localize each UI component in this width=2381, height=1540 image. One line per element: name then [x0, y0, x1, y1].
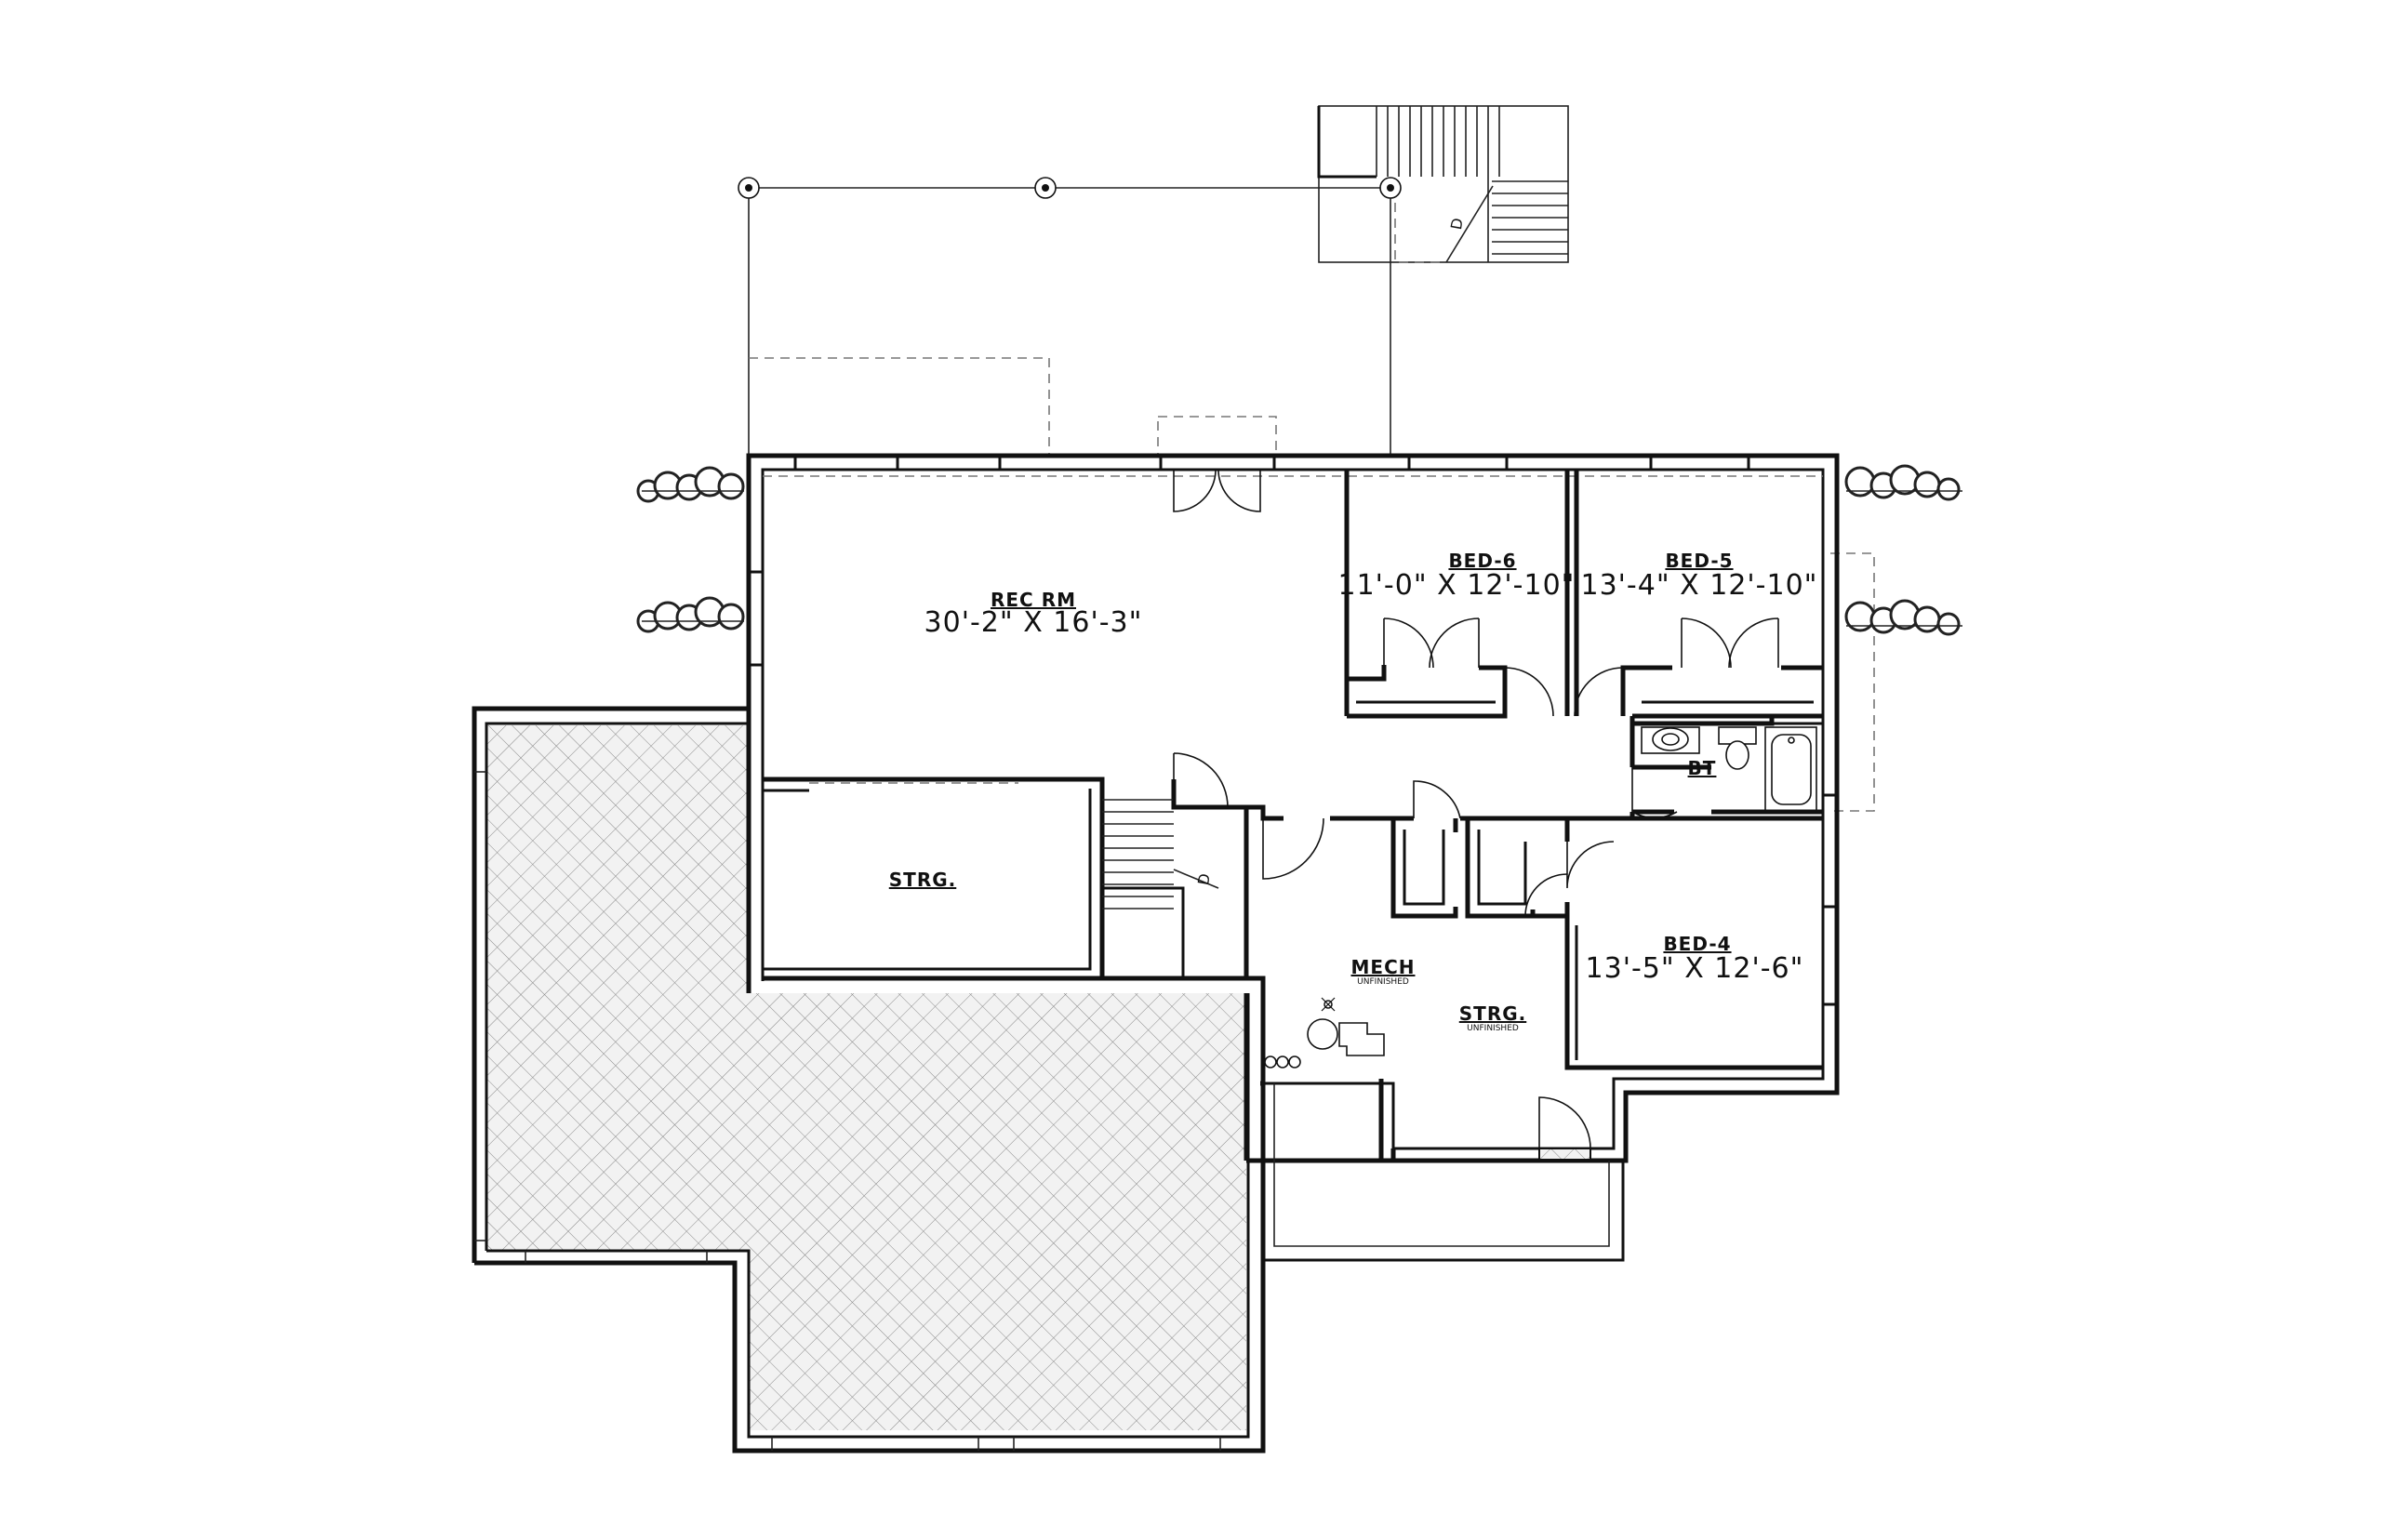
room-label-mech: MECH UNFINISHED [1351, 956, 1416, 987]
room-label-rec-rm: REC RM 30'-2" X 16'-3" [924, 589, 1143, 639]
room-name-mech: MECH [1351, 956, 1416, 978]
deck-post-icon [738, 177, 760, 199]
deck-post-icon [1379, 177, 1402, 199]
unexcavated-area [472, 706, 1266, 1454]
room-name-bath: BT [1688, 757, 1717, 779]
room-label-bed-6: BED-6 11'-0" X 12'-10" [1338, 550, 1576, 602]
bathroom [1629, 716, 1823, 819]
exterior-stair: D [1317, 105, 1569, 263]
bedroom-doors [1504, 667, 1624, 717]
room-name-bed-4: BED-4 [1663, 933, 1731, 955]
room-label-bed-4: BED-4 13'-5" X 12'-6" [1586, 933, 1804, 985]
room-name-rec-rm: REC RM [991, 589, 1076, 611]
room-note-mech: UNFINISHED [1357, 977, 1409, 987]
rec-room-double-door [1173, 469, 1261, 512]
room-label-bath: BT [1688, 757, 1717, 779]
room-dims-rec-rm: 30'-2" X 16'-3" [924, 606, 1143, 639]
upper-deck-outline [738, 177, 1875, 812]
room-dims-bed-5: 13'-4" X 12'-10" [1581, 569, 1818, 602]
interior-stair-label: D [1194, 872, 1214, 886]
room-name-bed-6: BED-6 [1448, 550, 1516, 572]
room-name-storage-west: STRG. [889, 869, 956, 891]
room-name-storage-unfinished: STRG. [1459, 1002, 1526, 1025]
room-label-bed-5: BED-5 13'-4" X 12'-10" [1581, 550, 1818, 602]
room-label-storage-unfinished: STRG. UNFINISHED [1459, 1002, 1526, 1033]
sump-pits-icon [1264, 1055, 1301, 1069]
closet-doors [1383, 617, 1779, 669]
deck-post-icon [1034, 177, 1057, 199]
interior-walls: D [763, 752, 1823, 1161]
room-dims-bed-6: 11'-0" X 12'-10" [1338, 569, 1576, 602]
interior-stair: D [1099, 752, 1249, 978]
room-name-bed-5: BED-5 [1665, 550, 1733, 572]
exterior-stair-label: D [1447, 217, 1467, 231]
mech-equipment [1264, 997, 1385, 1069]
room-label-storage-west: STRG. [889, 869, 956, 891]
room-dims-bed-4: 13'-5" X 12'-6" [1586, 952, 1804, 985]
shrubs-right [1844, 464, 1962, 636]
shrubs-left [636, 466, 745, 633]
floor-drain-icon [1321, 997, 1336, 1012]
room-note-storage-unfinished: UNFINISHED [1467, 1024, 1519, 1033]
